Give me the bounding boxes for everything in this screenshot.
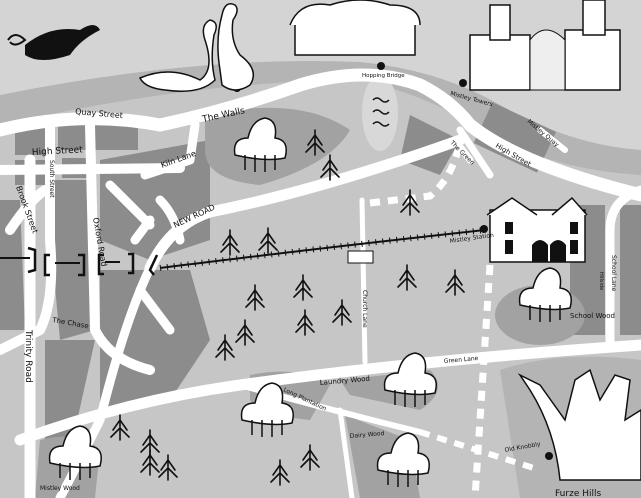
footpath-the-green <box>369 149 462 207</box>
water-ripple-icon <box>372 97 390 127</box>
label-south-street: South Street <box>48 160 55 198</box>
pine-tree-icon <box>305 129 325 156</box>
woodland-icon <box>376 432 430 487</box>
pine-tree-icon <box>245 284 265 311</box>
label-school-lane: School Lane <box>610 255 617 292</box>
road-kiln-lane <box>105 120 200 245</box>
label-quay-street: Quay Street <box>75 107 123 120</box>
label-school-wood: School Wood <box>570 312 615 320</box>
swan-icon <box>138 3 255 92</box>
pine-tree-icon <box>270 459 290 486</box>
pine-trees <box>110 129 465 486</box>
road-south-street <box>0 120 57 355</box>
label-hillside: Hillside <box>598 272 604 290</box>
church-lane-bridge <box>347 250 374 264</box>
woodland-icon <box>518 267 572 322</box>
road-the-green <box>451 126 494 179</box>
mistley-towers-icon <box>469 0 621 91</box>
railway-bridges <box>27 246 159 277</box>
old-knobbly-oak-icon <box>517 368 641 481</box>
pine-tree-icon <box>397 264 417 291</box>
road-town-south <box>55 263 175 498</box>
pine-tree-icon <box>300 444 320 471</box>
pine-tree-icon <box>258 227 278 254</box>
label-church-lane: Church Lane <box>361 290 368 328</box>
label-trinity-road: Trinity Road <box>23 329 33 383</box>
pine-tree-icon <box>332 299 352 326</box>
pine-tree-icon <box>320 154 340 181</box>
road-church-lane <box>359 197 368 365</box>
pine-tree-icon <box>158 454 178 481</box>
woodland-icon <box>233 117 287 172</box>
roads <box>0 68 641 498</box>
location-dot-icon[interactable] <box>459 79 467 87</box>
road-new-road <box>144 134 466 274</box>
road-school-lane <box>605 185 641 350</box>
pine-tree-icon <box>293 274 313 301</box>
woodland-icon <box>383 352 437 407</box>
label-mistley-wood: Mistley Wood <box>40 485 80 492</box>
road-mistley-quay <box>537 127 568 153</box>
label-hopping-bridge: Hopping Bridge <box>362 73 405 79</box>
railway-icon <box>0 227 486 277</box>
footpath-old-knobbly <box>419 429 541 473</box>
location-dot-icon[interactable] <box>480 225 488 233</box>
pine-tree-icon <box>110 414 130 441</box>
label-furze-hills: Furze Hills <box>555 489 601 498</box>
woodland-icon <box>240 382 294 437</box>
woodland-icons <box>48 117 572 487</box>
location-dot-icon[interactable] <box>377 62 385 70</box>
pine-tree-icon <box>140 429 160 456</box>
station-building-icon <box>486 196 588 263</box>
pine-tree-icon <box>235 319 255 346</box>
road-oxford-road <box>85 120 155 375</box>
pine-tree-icon <box>400 189 420 216</box>
label-green-lane: Green Lane <box>444 355 479 365</box>
footpath-station <box>471 264 494 498</box>
road-dairy-wood-lane <box>337 407 355 498</box>
label-dairy-wood: Dairy Wood <box>350 430 385 440</box>
pond <box>362 75 398 151</box>
pine-tree-icon <box>215 334 235 361</box>
footpaths <box>369 149 541 498</box>
pine-tree-icon <box>295 309 315 336</box>
location-dot-icon[interactable] <box>545 452 553 460</box>
road-the-walls <box>0 68 641 202</box>
pine-tree-icon <box>445 269 465 296</box>
hopping-bridge-building-icon <box>289 0 421 56</box>
pine-tree-icon <box>220 229 240 256</box>
pine-tree-icon <box>140 449 160 476</box>
woodland-icon <box>48 425 102 480</box>
label-high-street-west: High Street <box>32 145 84 158</box>
whale-icon <box>7 25 100 60</box>
